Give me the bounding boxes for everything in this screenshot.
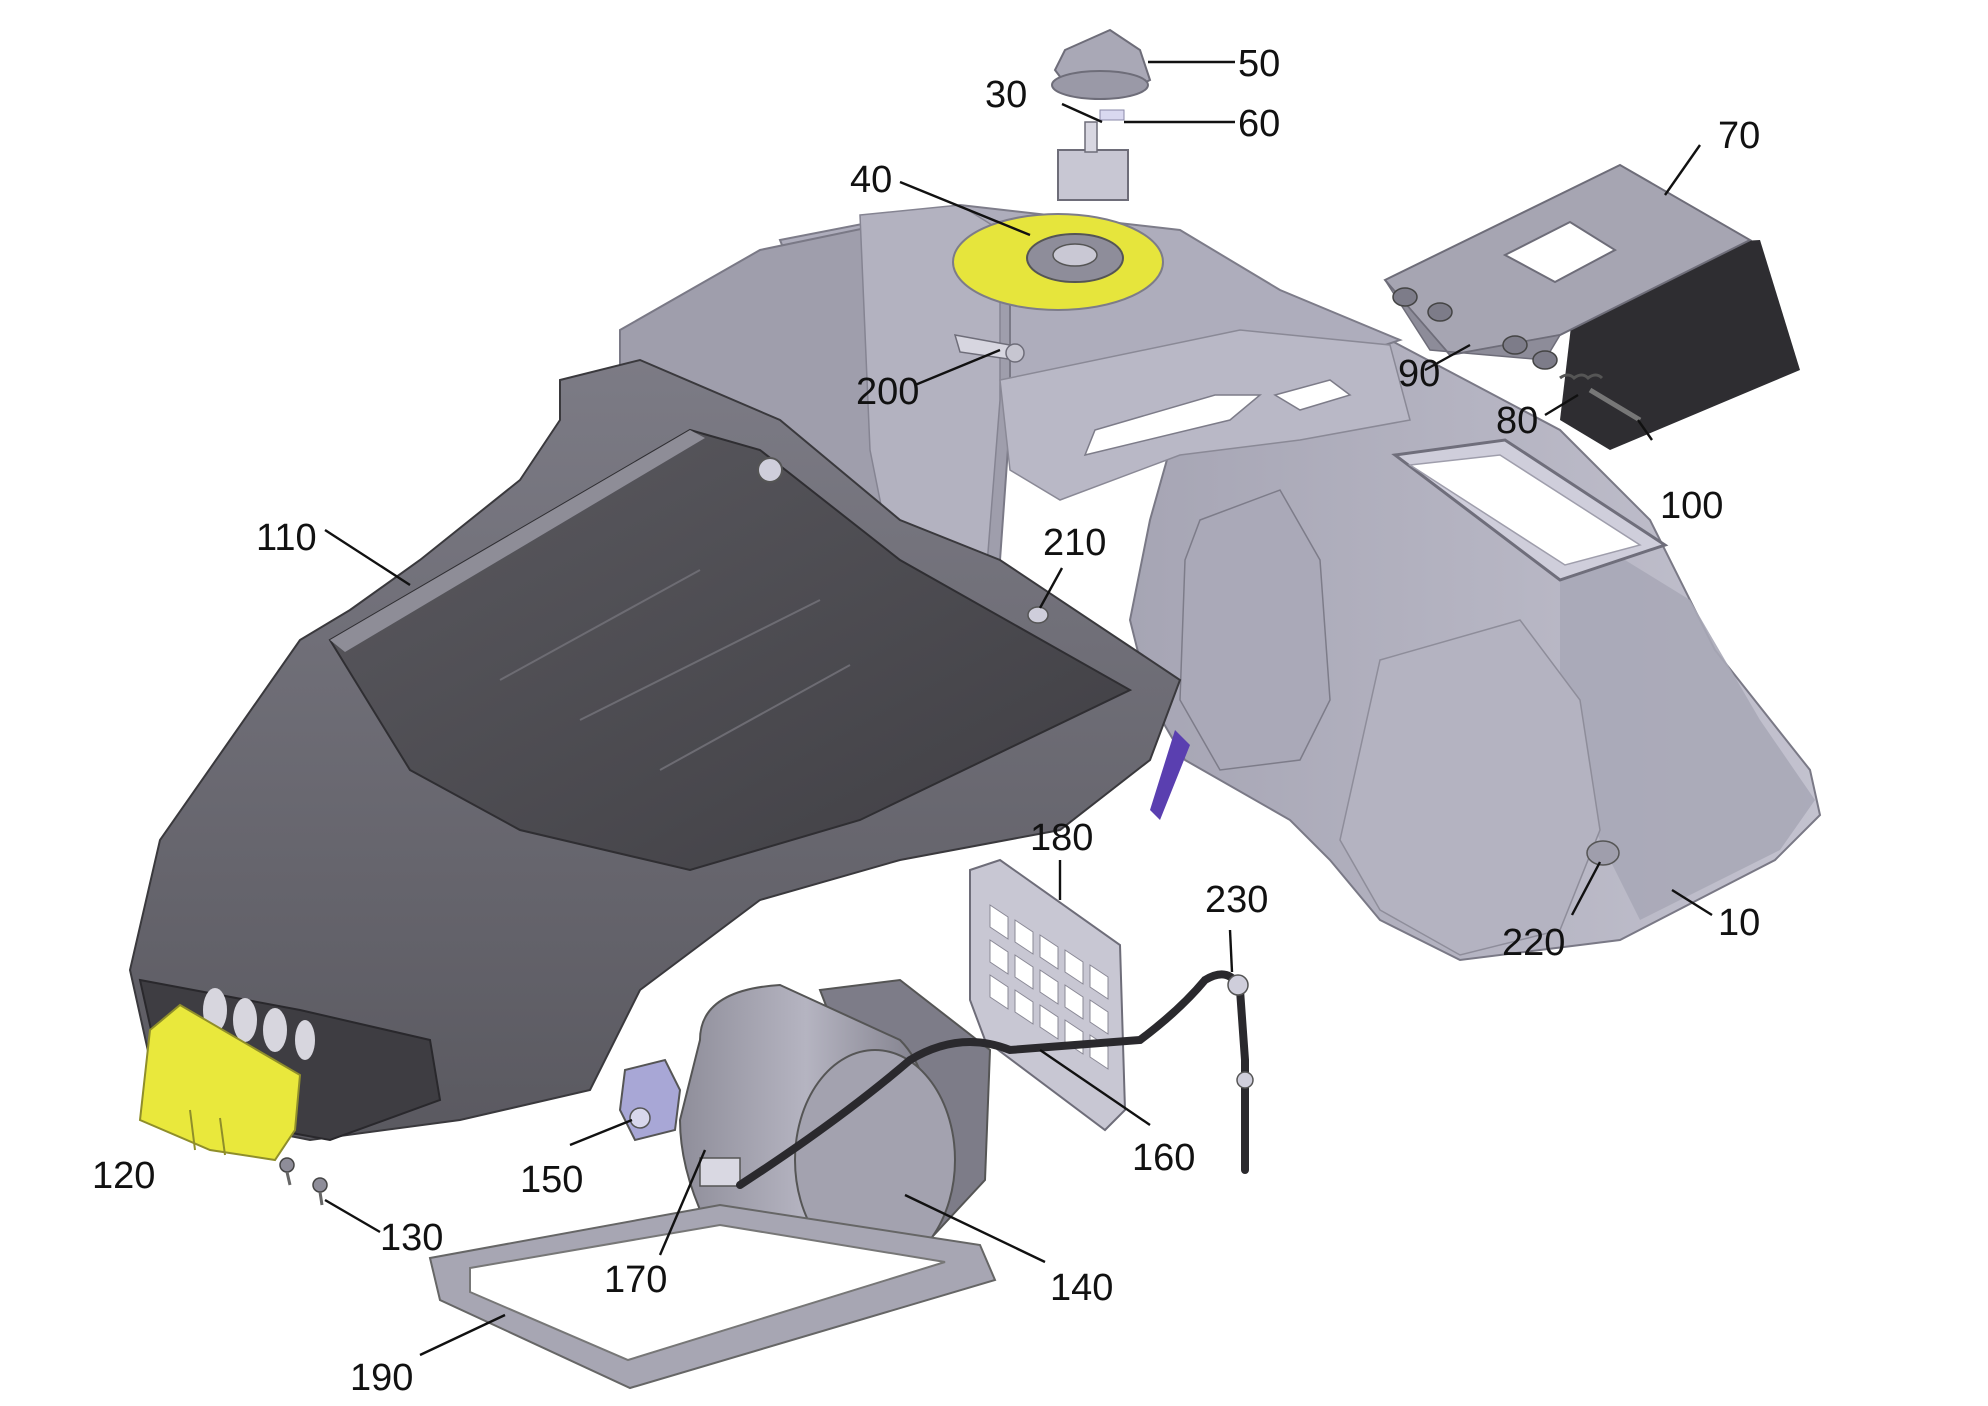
tray-groove-1 — [499, 569, 701, 681]
label-40: 40 — [850, 159, 892, 201]
label-150: 150 — [520, 1159, 583, 1201]
lid-hinges-90 — [1392, 287, 1558, 370]
cable-160 — [736, 970, 1254, 1189]
knob-50 — [1051, 28, 1152, 100]
lid-front — [1384, 279, 1562, 361]
label-220: 220 — [1502, 922, 1565, 964]
tray-groove-2 — [579, 599, 821, 721]
label-110: 110 — [256, 517, 317, 559]
leader-lines — [324, 60, 1713, 1357]
housing-right-facet — [1339, 619, 1601, 956]
label-90: 90 — [1398, 353, 1440, 395]
tray-groove-3 — [659, 664, 851, 771]
label-140: 140 — [1050, 1267, 1113, 1309]
label-180: 170 — [604, 1259, 667, 1301]
label-100: 100 — [1660, 485, 1723, 527]
motor-connector — [699, 1157, 741, 1187]
label-170: 180 — [1030, 817, 1093, 859]
foot-body — [138, 1003, 302, 1162]
panel-window-1 — [1083, 394, 1263, 457]
grille-170 — [969, 858, 1127, 1132]
dial-plate-40 — [952, 213, 1164, 311]
label-120: 120 — [92, 1155, 155, 1197]
housing-right-shade — [1560, 520, 1815, 920]
lid-70 — [1383, 163, 1800, 450]
lid-window — [1502, 220, 1617, 284]
label-190: 190 — [350, 1357, 413, 1399]
label-70: 70 — [1718, 115, 1760, 157]
label-200: 200 — [856, 371, 919, 413]
label-230: 230 — [1205, 879, 1268, 921]
tray-boss — [757, 457, 783, 483]
foot-120 — [138, 1003, 302, 1162]
plug-150 — [618, 1058, 682, 1142]
tray-110 — [128, 358, 1182, 1142]
tray-lip — [330, 430, 705, 652]
pin-200 — [953, 334, 1025, 363]
label-80: 80 — [1496, 400, 1538, 442]
switch-body — [1057, 149, 1129, 201]
label-210: 210 — [1043, 522, 1106, 564]
handle-recess-inner — [1407, 454, 1642, 566]
seal-frame-190 — [428, 1203, 997, 1390]
pin-100 — [1588, 387, 1642, 423]
switch-30 — [1057, 109, 1129, 201]
dial-hub-inner — [1052, 243, 1098, 267]
label-10: 10 — [1718, 902, 1760, 944]
spring-80 — [1559, 373, 1604, 380]
pin-210 — [1027, 606, 1049, 624]
label-50: 50 — [1238, 43, 1280, 85]
label-130: 130 — [380, 1217, 443, 1259]
part-labels: 50 30 60 40 70 90 80 100 200 210 110 220… — [92, 43, 1760, 1399]
panel-window-2 — [1273, 379, 1352, 411]
screws-130 — [279, 1157, 328, 1206]
seal-inner — [469, 1223, 946, 1362]
switch-stem — [1084, 121, 1098, 153]
housing-center-tower — [1179, 489, 1331, 771]
label-30: 30 — [985, 74, 1027, 116]
knob-base — [1051, 70, 1149, 100]
label-60: 60 — [1238, 103, 1280, 145]
switch-lever-60 — [1099, 109, 1125, 121]
purple-seam — [1150, 730, 1190, 820]
label-160: 160 — [1132, 1137, 1195, 1179]
fitting-220 — [1586, 840, 1620, 866]
